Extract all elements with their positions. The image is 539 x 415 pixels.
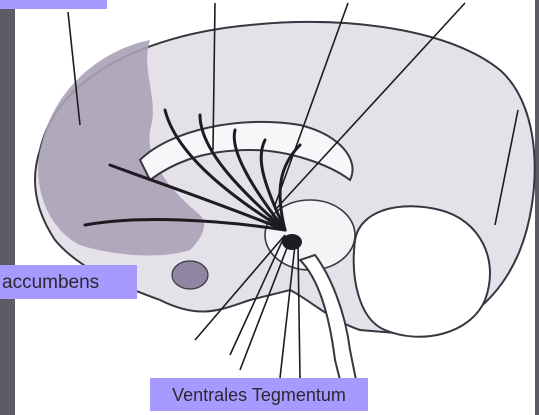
label-top-left bbox=[0, 0, 107, 9]
label-ventral-tegmentum: Ventrales Tegmentum bbox=[150, 378, 368, 411]
cerebellum bbox=[354, 206, 490, 337]
accumbens-nucleus bbox=[172, 261, 208, 289]
label-accumbens: accumbens bbox=[0, 265, 137, 299]
